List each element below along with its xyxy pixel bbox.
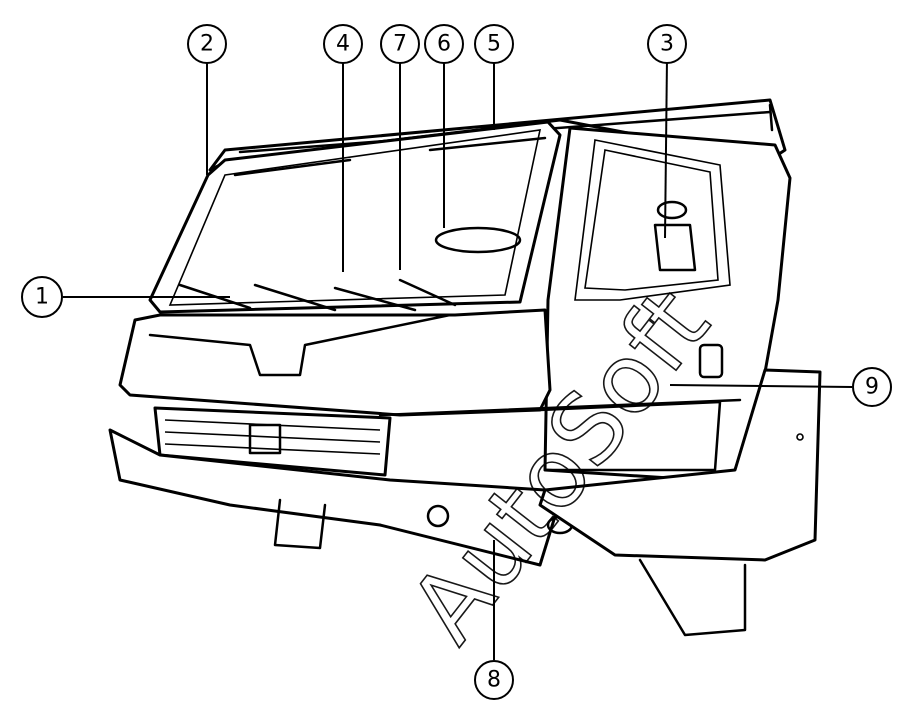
callout-label: 6	[437, 32, 451, 57]
callout-label: 9	[865, 375, 879, 400]
callout-label: 8	[487, 668, 501, 693]
leader-lines	[63, 57, 853, 660]
callout-1: 1	[21, 276, 63, 318]
callout-8: 8	[474, 660, 514, 700]
callout-2: 2	[187, 24, 227, 64]
callout-label: 2	[200, 32, 214, 57]
callout-3: 3	[647, 24, 687, 64]
callout-label: 1	[35, 285, 49, 310]
callout-5: 5	[474, 24, 514, 64]
callout-label: 5	[487, 32, 501, 57]
callout-label: 3	[660, 32, 674, 57]
callout-label: 7	[393, 32, 407, 57]
callout-7: 7	[380, 24, 420, 64]
callout-4: 4	[323, 24, 363, 64]
callout-6: 6	[424, 24, 464, 64]
cab-body	[108, 98, 822, 637]
callout-9: 9	[852, 367, 892, 407]
callout-label: 4	[336, 32, 350, 57]
